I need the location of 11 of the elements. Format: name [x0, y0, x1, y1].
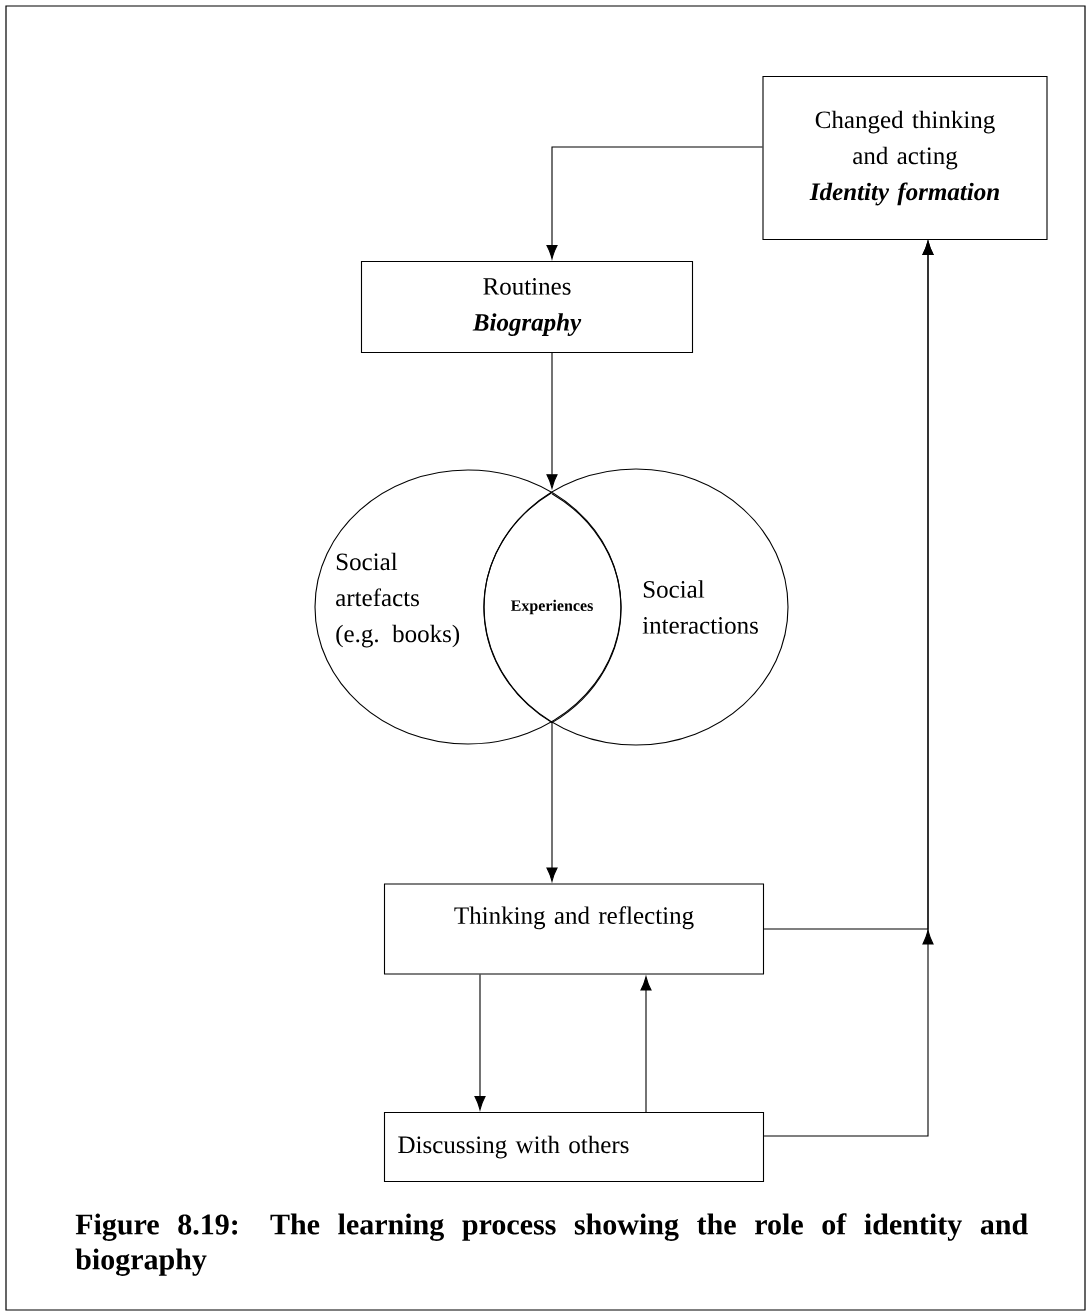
figure-caption: Figure 8.19: The learning process showing the role of identity and biography: [75, 1213, 1028, 1276]
process-box: Thinking and reflecting: [383, 883, 765, 975]
arrow: [546, 146, 763, 260]
arrow: [763, 240, 934, 1137]
process-box: Discussing with others: [383, 1111, 765, 1183]
process-box: Routines Biography: [360, 260, 694, 354]
arrow: [640, 976, 652, 1113]
arrow: [546, 352, 558, 489]
overlap-region: Experiences: [483, 491, 622, 724]
arrow: [474, 974, 486, 1111]
process-box: Changed thinking and acting Identity formation: [762, 75, 1048, 241]
